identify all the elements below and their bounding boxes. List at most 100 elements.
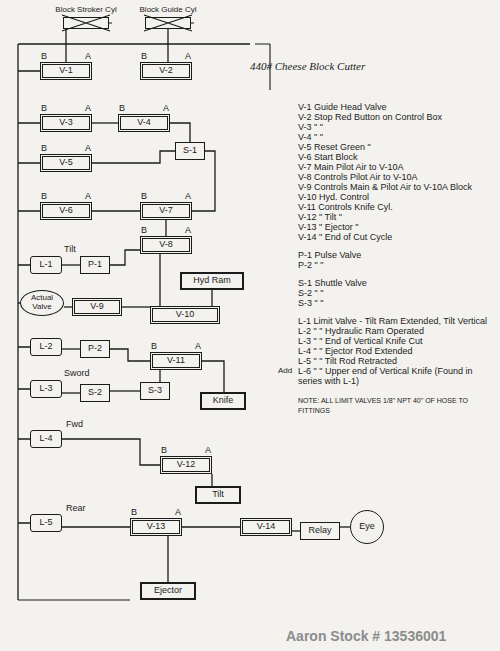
- air-line: [110, 390, 140, 391]
- node-label: Block Stroker Cyl: [55, 6, 116, 15]
- node-label: S-2: [88, 388, 102, 398]
- node-label: P-1: [88, 260, 102, 270]
- valve-operator: Actual Valve: [20, 290, 64, 316]
- legend-line: V-9 Controls Main & Pilot Air to V-10A B…: [298, 182, 494, 192]
- port-letter: B: [41, 103, 47, 113]
- air-line: [110, 349, 150, 361]
- legend-line: V-14 " End of Cut Cycle: [298, 232, 494, 242]
- diagram-title: 440# Cheese Block Cutter: [250, 60, 365, 73]
- actuator-cylinder: Tilt: [195, 486, 241, 504]
- legend-line: V-3 " ": [298, 122, 494, 132]
- port-letter: A: [85, 51, 91, 61]
- cylinder-body: [63, 17, 109, 29]
- air-line: [192, 151, 215, 211]
- limit-note: Tilt: [64, 244, 76, 254]
- node-label: V-13: [147, 522, 166, 532]
- port-letter: B: [41, 143, 47, 153]
- node-label: V-10: [176, 310, 195, 320]
- legend-line: V-2 Stop Red Button on Control Box: [298, 112, 494, 122]
- air-line: [62, 264, 80, 265]
- valve-box: V-9: [72, 298, 122, 316]
- node-label: V-5: [59, 158, 73, 168]
- legend-line: S-2 " ": [298, 288, 494, 298]
- node-label: L-4: [39, 434, 52, 444]
- limit-valve: L-2: [30, 338, 62, 356]
- node-label: Actual Valve: [21, 294, 63, 312]
- air-line: [211, 474, 212, 486]
- limit-valve: L-5: [30, 514, 62, 532]
- air-line: [110, 250, 140, 265]
- cylinder-body: [145, 17, 191, 29]
- valve-box: V-1: [40, 62, 92, 80]
- node-label: V-3: [59, 118, 73, 128]
- legend-line: V-13 " Ejector ": [298, 222, 494, 232]
- legend-line: V-12 " Tilt ": [298, 212, 494, 222]
- valve-box: V-2: [140, 62, 192, 80]
- legend-line: P-1 Pulse Valve: [298, 250, 494, 260]
- legend-line: L-2 " " Hydraulic Ram Operated: [298, 326, 494, 336]
- air-line: [292, 530, 300, 531]
- air-line: [62, 392, 80, 393]
- legend-line: V-10 Hyd. Control: [298, 192, 494, 202]
- legend-line: L-1 Limit Valve - Tilt Ram Extended, Til…: [298, 316, 494, 326]
- air-line: [340, 526, 350, 527]
- legend-line: P-2 " ": [298, 260, 494, 270]
- node-label: V-12: [177, 460, 196, 470]
- port-letter: B: [131, 507, 137, 517]
- relay-box: Relay: [300, 522, 340, 540]
- node-label: V-1: [59, 66, 73, 76]
- port-letter: B: [151, 341, 157, 351]
- cross-out: [142, 14, 194, 32]
- legend-line: V-8 Controls Pilot Air to V-10A: [298, 172, 494, 182]
- pulse-valve: P-2: [80, 340, 110, 358]
- air-line: [92, 210, 140, 211]
- legend-line: S-1 Shuttle Valve: [298, 278, 494, 288]
- air-line: [159, 254, 160, 306]
- shuttle-valve: S-2: [80, 384, 110, 402]
- node-label: L-2: [39, 342, 52, 352]
- node-label: Knife: [213, 396, 234, 406]
- node-label: V-11: [167, 356, 185, 366]
- node-label: Hyd Ram: [193, 276, 231, 286]
- air-line: [167, 536, 168, 582]
- electric-eye: Eye: [350, 510, 384, 544]
- node-label: Tilt: [212, 490, 224, 500]
- valve-box: V-4: [118, 114, 170, 132]
- port-letter: A: [85, 103, 91, 113]
- legend-line: V-1 Guide Head Valve: [298, 102, 494, 112]
- port-letter: A: [175, 507, 181, 517]
- legend-line: S-3 " ": [298, 298, 494, 308]
- air-line: [122, 306, 150, 307]
- legend-line: V-7 Main Pilot Air to V-10A: [298, 162, 494, 172]
- port-letter: B: [119, 103, 125, 113]
- node-label: Eye: [359, 522, 375, 532]
- air-line: [167, 29, 168, 62]
- air-line: [159, 370, 160, 382]
- actuator-cylinder: Knife: [200, 392, 246, 410]
- valve-box: V-5: [40, 154, 92, 172]
- watermark: Aaron Stock # 13536001: [286, 628, 446, 644]
- node-label: V-9: [90, 302, 104, 312]
- legend-line: V-11 Controls Knife Cyl.: [298, 202, 494, 212]
- air-line: [65, 29, 66, 62]
- node-label: S-1: [183, 146, 197, 156]
- valve-box: V-6: [40, 202, 92, 220]
- port-letter: B: [141, 225, 147, 235]
- exhaust-line: [18, 44, 270, 600]
- legend-line: V-5 Reset Green ": [298, 142, 494, 152]
- node-label: L-3: [39, 384, 52, 394]
- limit-valve: L-3: [30, 380, 62, 398]
- legend-line: L-5 " " Tilt Rod Retracted: [298, 356, 494, 366]
- node-label: V-2: [159, 66, 173, 76]
- margin-note: Add: [278, 366, 292, 376]
- port-letter: A: [205, 445, 211, 455]
- node-label: V-7: [159, 206, 173, 216]
- node-label: V-8: [159, 240, 173, 250]
- node-label: Ejector: [154, 586, 182, 596]
- legend-line: L-3 " " End of Vertical Knife Cut: [298, 336, 494, 346]
- node-label: Block Guide Cyl: [140, 6, 197, 15]
- port-letter: A: [85, 143, 91, 153]
- air-line: [92, 122, 118, 123]
- node-label: L-5: [39, 518, 52, 528]
